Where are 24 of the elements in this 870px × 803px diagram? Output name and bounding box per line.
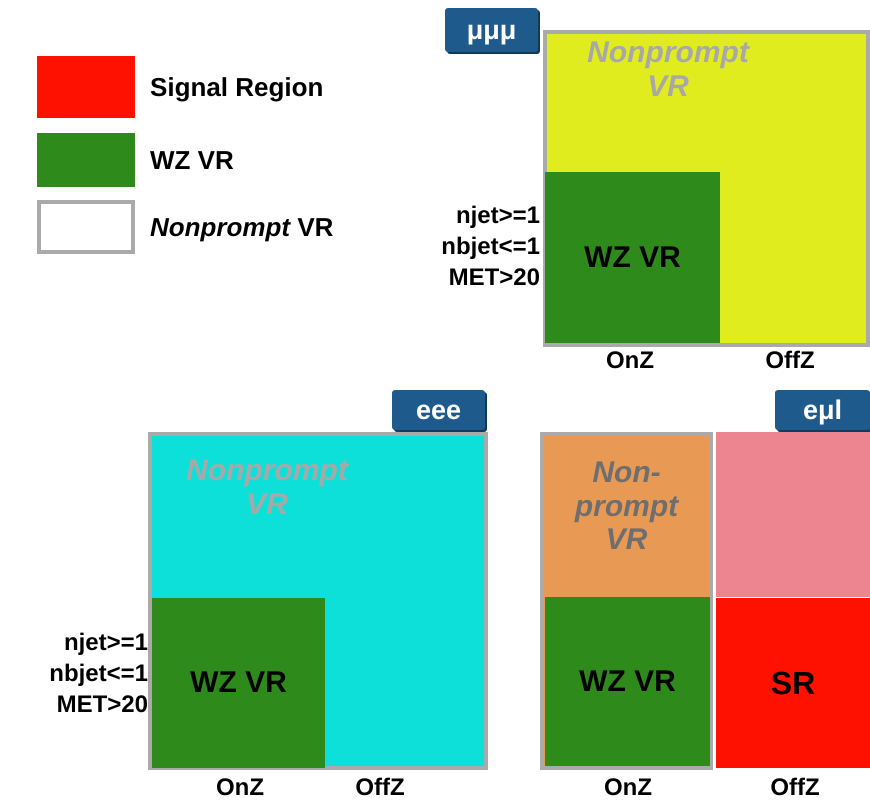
region-box: WZ VR	[545, 172, 720, 343]
region-box: SR	[716, 598, 870, 768]
region-column	[540, 432, 713, 770]
legend-label: WZ VR	[150, 144, 235, 177]
channel-tag: eμl	[775, 390, 870, 430]
channel-tag: eee	[392, 390, 485, 430]
selection-cuts: njet>=1 nbjet<=1 MET>20	[440, 201, 540, 294]
axis-label: OffZ	[769, 773, 821, 803]
region-box: WZ VR	[152, 598, 325, 768]
axis-label: OnZ	[603, 773, 653, 803]
region-label: Nonprompt VR	[586, 36, 751, 104]
legend-label: Signal Region	[150, 71, 324, 104]
axis-label: OffZ	[764, 346, 816, 376]
axis-label: OnZ	[215, 773, 265, 803]
region-label: Nonprompt VR	[185, 454, 350, 522]
axis-label: OffZ	[354, 773, 406, 803]
region-column	[148, 432, 488, 770]
region-column	[543, 30, 870, 347]
selection-cuts: njet>=1 nbjet<=1 MET>20	[48, 628, 148, 720]
legend-label: Nonprompt VR	[150, 211, 334, 244]
channel-tag: μμμ	[445, 8, 538, 52]
region-label: Non- prompt VR	[573, 456, 680, 557]
axis-label: OnZ	[605, 346, 655, 376]
region-box: WZ VR	[545, 597, 710, 766]
